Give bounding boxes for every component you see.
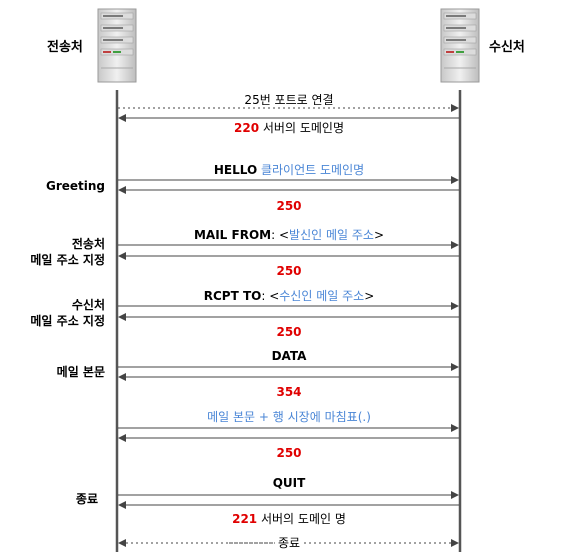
- sender-label: 전송처: [47, 40, 83, 55]
- rcpt-to-colon: : <: [261, 289, 280, 303]
- step-sender-addr-line1: 전송처: [71, 237, 105, 251]
- step-mail-body: 메일 본문: [56, 365, 105, 379]
- reply-221-code: 221: [232, 512, 258, 526]
- msg-reply-250-b: 250: [276, 264, 302, 278]
- receiver-label: 수신처: [489, 40, 525, 55]
- msg-hello: HELLO 클라이언트 도메인명: [214, 163, 364, 177]
- mail-from-cmd: MAIL FROM: [193, 228, 272, 242]
- msg-reply-250-a: 250: [276, 199, 302, 213]
- hello-arg: 클라이언트 도메인명: [257, 163, 365, 177]
- reply-221-text: 서버의 도메인 명: [257, 512, 346, 526]
- step-sender-addr-line2: 메일 주소 지정: [30, 253, 105, 267]
- msg-quit: QUIT: [272, 476, 306, 490]
- step-recipient-addr: 수신처 메일 주소 지정: [30, 297, 105, 329]
- msg-body: 메일 본문 + 행 시장에 마침표(.): [207, 410, 371, 424]
- sender-server-icon: [97, 8, 137, 83]
- msg-reply-250-c: 250: [276, 325, 302, 339]
- msg-reply-250-d: 250: [276, 446, 302, 460]
- step-recipient-addr-line2: 메일 주소 지정: [30, 314, 105, 328]
- mail-from-colon: : <: [271, 228, 290, 242]
- msg-data: DATA: [271, 349, 307, 363]
- msg-mail-from: MAIL FROM: <발신인 메일 주소>: [194, 228, 384, 242]
- rcpt-to-cmd: RCPT TO: [203, 289, 262, 303]
- msg-reply-220: 220 서버의 도메인명: [234, 121, 344, 135]
- reply-220-text: 서버의 도메인명: [259, 121, 344, 135]
- rcpt-to-close: >: [364, 289, 375, 303]
- rcpt-to-arg: 수신인 메일 주소: [279, 289, 365, 303]
- hello-cmd: HELLO: [213, 163, 258, 177]
- step-recipient-addr-line1: 수신처: [71, 298, 105, 312]
- msg-connect: 25번 포트로 연결: [244, 93, 334, 107]
- msg-reply-354: 354: [276, 385, 302, 399]
- mail-from-close: >: [373, 228, 385, 242]
- mail-from-arg: 발신인 메일 주소: [289, 228, 374, 242]
- receiver-server-icon: [440, 8, 480, 83]
- step-end: 종료: [75, 492, 98, 506]
- step-greeting: Greeting: [45, 179, 105, 193]
- msg-rcpt-to: RCPT TO: <수신인 메일 주소>: [204, 289, 375, 303]
- step-sender-addr: 전송처 메일 주소 지정: [30, 236, 105, 268]
- reply-220-code: 220: [234, 121, 260, 135]
- msg-close: 종료: [274, 536, 304, 550]
- msg-reply-221: 221 서버의 도메인 명: [232, 512, 346, 526]
